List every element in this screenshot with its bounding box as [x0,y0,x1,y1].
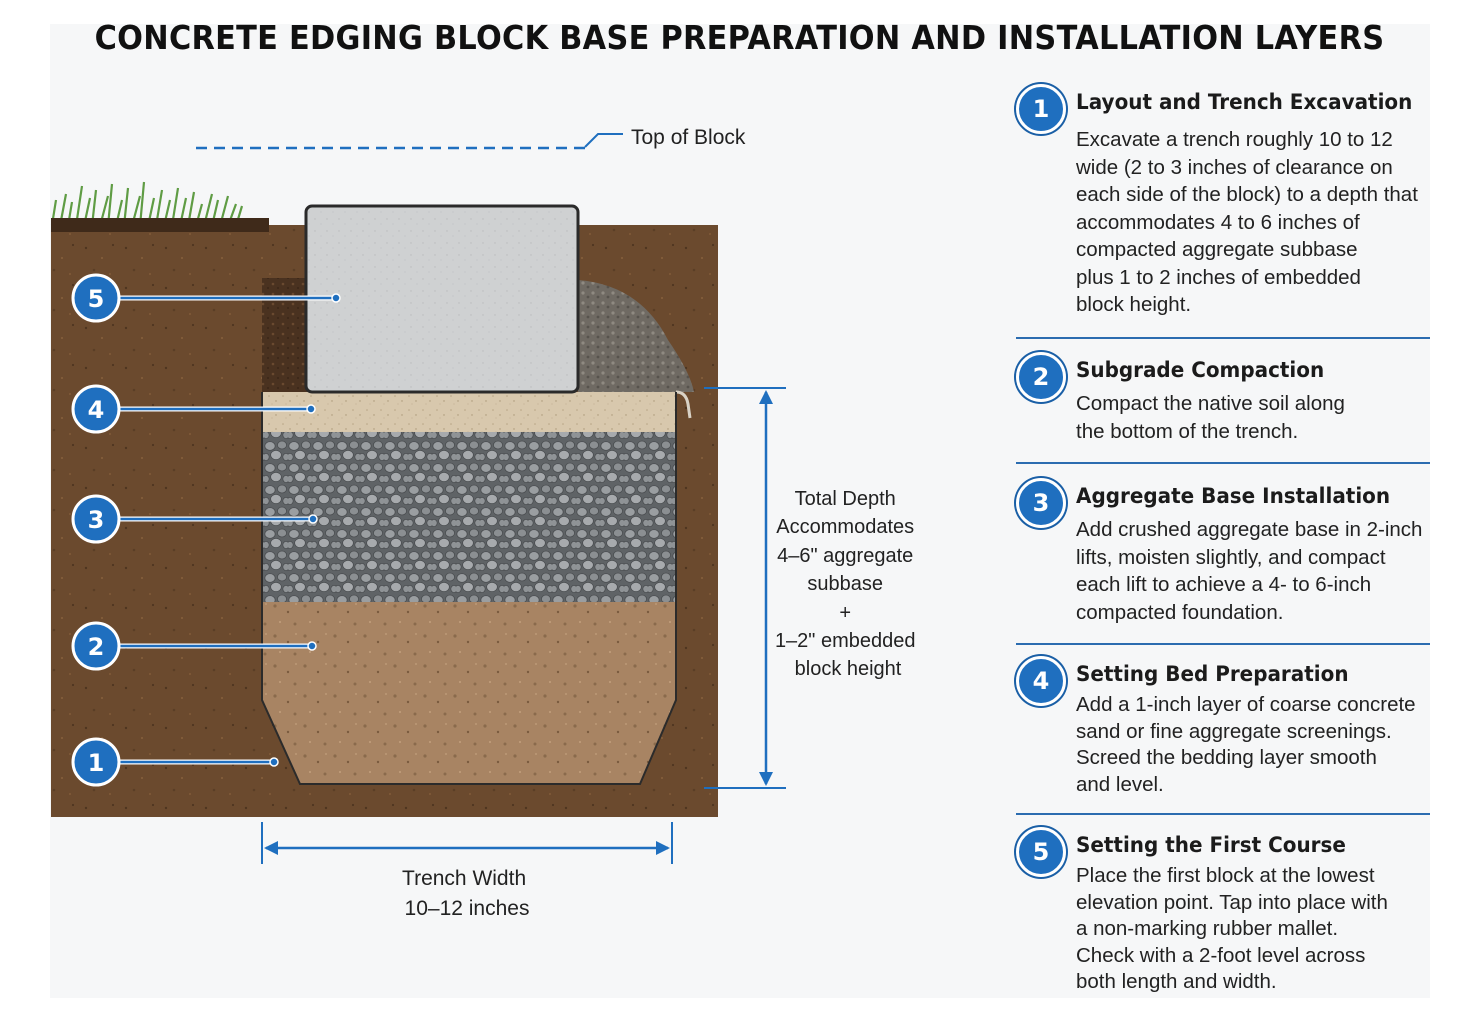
aggregate-base [262,430,676,602]
left-topsoil [51,218,269,232]
step-heading: Setting the First Course [1076,833,1346,857]
top-of-block-leader [584,133,623,148]
up-arrow-icon [759,390,773,404]
callout-number: 5 [88,285,105,313]
right-arrow-icon [656,841,670,855]
step-heading: Aggregate Base Installation [1076,484,1391,508]
compacted-subgrade [261,599,677,785]
divider [1016,643,1430,645]
concrete-edging-block [304,204,580,394]
callout-number: 1 [88,749,105,777]
callout-number: 2 [88,633,105,661]
page-title: CONCRETE EDGING BLOCK BASE PREPARATION A… [94,18,1385,57]
step-heading: Layout and Trench Excavation [1076,90,1413,114]
cross-section-diagram: Top of Block Total Depth Accommodates 4–… [50,126,921,920]
total-depth-label: Total Depth Accommodates 4–6" aggregate … [775,488,921,680]
step-heading: Setting Bed Preparation [1076,662,1349,686]
callout-2: 2 [71,621,317,671]
trench-width-label: Trench Width 10–12 inches [402,867,532,920]
grass [50,181,244,227]
callout-number: 3 [88,506,105,534]
left-backfill [262,278,308,392]
step-number-badge: 1 [1016,84,1066,134]
divider [1016,462,1430,464]
top-of-block-label: Top of Block [631,126,746,149]
left-arrow-icon [264,841,278,855]
callout-5: 5 [71,273,341,323]
step-heading: Subgrade Compaction [1076,358,1325,382]
step-number-badge: 4 [1016,656,1066,706]
step-number-badge: 2 [1016,352,1066,402]
down-arrow-icon [759,772,773,786]
setting-bed [262,392,676,432]
callout-4: 4 [71,384,316,434]
divider [1016,337,1430,339]
callout-number: 4 [88,396,105,424]
divider [1016,813,1430,815]
callout-1: 1 [71,737,279,787]
right-backfill [578,280,694,392]
step-number-badge: 3 [1016,478,1066,528]
step-number-badge: 5 [1016,827,1066,877]
callout-3: 3 [71,494,318,544]
